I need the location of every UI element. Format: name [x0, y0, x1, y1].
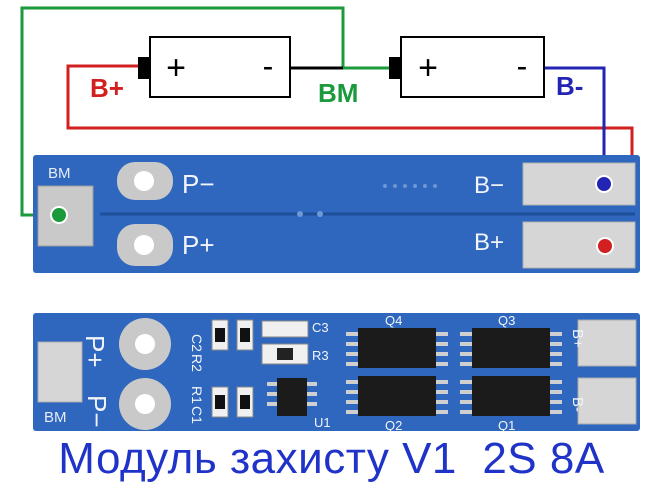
b-minus-dot	[595, 175, 613, 193]
label-r2: R2	[189, 354, 205, 372]
label-b-minus: B-	[556, 71, 583, 101]
battery-1: + -	[138, 36, 291, 98]
pcb-top: BM P− P+ B− B+	[33, 155, 640, 273]
label-u1: U1	[314, 415, 331, 430]
label-q1: Q1	[498, 418, 515, 433]
battery-2-plus: +	[418, 49, 438, 87]
label-bm: BM	[318, 78, 358, 108]
battery-1-minus: -	[263, 48, 274, 84]
label-c3: C3	[312, 320, 329, 335]
pad-p-minus-label: P−	[182, 169, 215, 199]
pcb-bottom: BM P+ P− C2 R2 R1 C1 C3 R3	[33, 313, 640, 433]
label-b-plus: B+	[90, 73, 124, 103]
pad-bottom-bm	[37, 341, 83, 403]
label-r3: R3	[312, 348, 329, 363]
pad-b-plus-label: B+	[474, 229, 504, 256]
bottom-b-minus-label: B-	[569, 397, 586, 412]
label-c1: C1	[189, 406, 205, 424]
bottom-p-minus-label: P−	[82, 395, 112, 428]
chip-u1	[267, 378, 317, 416]
mosfet-q3	[460, 328, 562, 368]
bm-wire	[20, 6, 400, 217]
bottom-bm-label: BM	[44, 409, 67, 426]
mosfet-q2	[346, 376, 448, 416]
bm-dot	[50, 206, 68, 224]
battery-1-plus: +	[166, 49, 186, 87]
pad-p-plus: P+	[117, 224, 215, 266]
label-c2: C2	[189, 334, 205, 352]
label-q3: Q3	[498, 313, 515, 328]
pad-bottom-b-plus	[577, 319, 637, 367]
pad-bm-label: BM	[48, 165, 71, 182]
label-q2: Q2	[385, 418, 402, 433]
label-r1: R1	[189, 386, 205, 404]
pad-b-plus: B+	[474, 221, 636, 269]
pad-b-minus-label: B−	[474, 172, 504, 199]
b-plus-dot	[596, 237, 614, 255]
pad-p-minus: P−	[117, 162, 215, 200]
b-minus-wire	[545, 66, 606, 184]
pad-p-plus-label: P+	[182, 230, 215, 260]
caption: Модуль захисту V1 2S 8A	[58, 434, 605, 483]
battery-2: + -	[389, 36, 545, 98]
mosfet-q1	[460, 376, 562, 416]
mosfet-q4	[346, 328, 448, 368]
bottom-p-plus-label: P+	[80, 335, 110, 368]
label-q4: Q4	[385, 313, 402, 328]
bottom-b-plus-label: B+	[569, 329, 586, 348]
pad-b-minus: B−	[474, 162, 636, 206]
pad-bottom-b-minus	[577, 377, 637, 425]
battery-2-minus: -	[517, 48, 528, 84]
